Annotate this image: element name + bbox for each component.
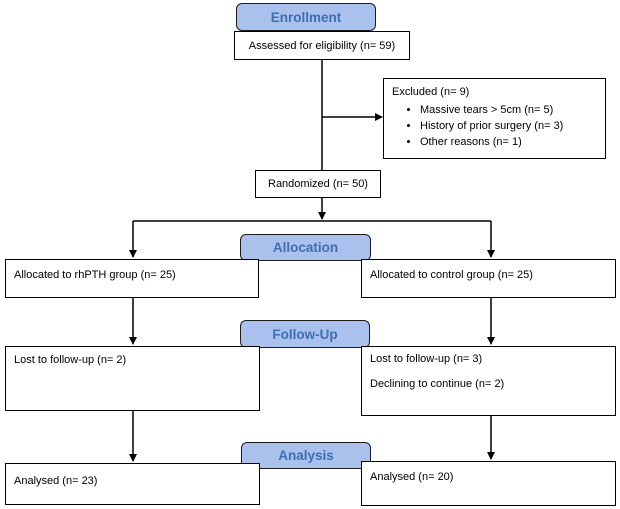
stage-analysis: Analysis (241, 442, 371, 469)
control-lost-text: Lost to follow-up (n= 3) (370, 353, 483, 365)
stage-follow-up: Follow-Up (240, 320, 370, 348)
assessed-box: Assessed for eligibility (n= 59) (234, 31, 410, 60)
stage-follow-up-label: Follow-Up (272, 326, 338, 342)
control-allocation-box: Allocated to control group (n= 25) (361, 259, 616, 298)
rhpth-analysed-text: Analysed (n= 23) (14, 475, 98, 487)
stage-analysis-label: Analysis (278, 448, 334, 463)
stage-enrollment: Enrollment (236, 3, 376, 31)
excluded-title: Excluded (n= 9) (392, 86, 470, 98)
rhpth-allocation-text: Allocated to rhPTH group (n= 25) (14, 269, 176, 281)
assessed-text: Assessed for eligibility (n= 59) (248, 39, 396, 52)
excluded-reason: Other reasons (n= 1) (420, 135, 605, 149)
rhpth-analysis-box: Analysed (n= 23) (5, 463, 260, 505)
rhpth-allocation-box: Allocated to rhPTH group (n= 25) (5, 259, 259, 298)
stage-allocation-label: Allocation (272, 240, 339, 255)
excluded-reason: Massive tears > 5cm (n= 5) (420, 103, 605, 117)
excluded-reason: History of prior surgery (n= 3) (420, 119, 605, 133)
stage-enrollment-label: Enrollment (270, 9, 342, 25)
excluded-reasons-list: Massive tears > 5cm (n= 5) History of pr… (392, 103, 605, 149)
control-declining-text: Declining to continue (n= 2) (370, 378, 505, 390)
control-followup-box: Lost to follow-up (n= 3) Declining to co… (361, 346, 616, 416)
stage-allocation: Allocation (240, 234, 371, 261)
rhpth-followup-box: Lost to follow-up (n= 2) (5, 346, 260, 411)
randomized-box: Randomized (n= 50) (255, 170, 381, 198)
control-analysis-box: Analysed (n= 20) (361, 461, 616, 506)
excluded-box: Excluded (n= 9) Massive tears > 5cm (n= … (383, 78, 606, 159)
rhpth-lost-text: Lost to follow-up (n= 2) (14, 354, 127, 366)
control-analysed-text: Analysed (n= 20) (370, 471, 454, 483)
control-allocation-text: Allocated to control group (n= 25) (370, 269, 533, 281)
randomized-text: Randomized (n= 50) (268, 178, 368, 190)
